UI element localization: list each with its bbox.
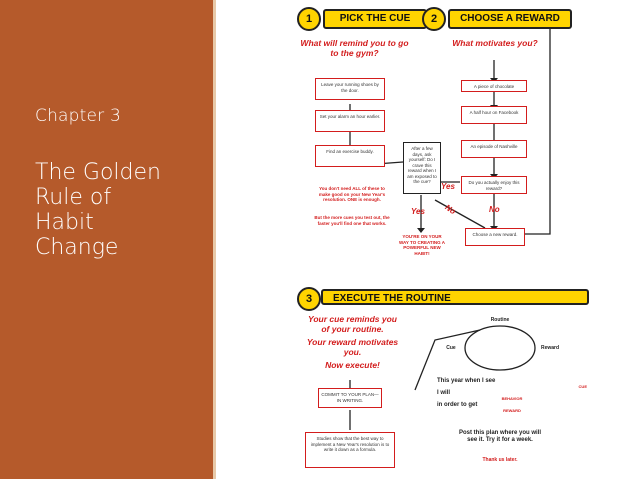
choose-new-reward: Choose a new reward.: [465, 228, 525, 246]
step-2-question: What motivates you?: [452, 38, 538, 48]
formula-blank: BEHAVIOR: [501, 396, 523, 401]
step-1-banner: PICK THE CUE: [323, 9, 427, 29]
cue-option-3: Find an exercise buddy.: [315, 145, 385, 167]
craving-check: After a few days, ask yourself: Do I cra…: [403, 142, 441, 194]
commit-box: COMMIT TO YOUR PLAN—IN WRITING.: [318, 388, 382, 408]
thanks-note: Thank us later.: [482, 457, 518, 463]
no-label: No: [489, 205, 500, 214]
habit-flowchart: 1 PICK THE CUE What will remind you to g…: [285, 0, 595, 479]
formula-blank: CUE: [578, 384, 587, 389]
step-3-heading-reward: Your reward motivates you.: [306, 337, 399, 357]
formula-line: I will: [437, 390, 451, 396]
step-3-heading-execute: Now execute!: [325, 360, 380, 370]
loop-label-reward: Reward: [540, 345, 560, 351]
title-line: Change: [35, 235, 119, 260]
chapter-label: Chapter 3: [35, 106, 121, 126]
formula-line: in order to get: [437, 402, 478, 408]
step-3-heading-cue: Your cue reminds you of your routine.: [308, 314, 397, 334]
step-2-banner: CHOOSE A REWARD: [448, 9, 572, 29]
cue-note-more: But the more cues you test out, the fast…: [314, 215, 390, 226]
yes-label: Yes: [411, 207, 425, 216]
title-line: The Golden: [35, 160, 161, 185]
yes-label: Yes: [441, 182, 455, 191]
step-3-banner: EXECUTE THE ROUTINE: [321, 289, 589, 305]
reward-option-2: A half hour on Facebook: [461, 106, 527, 124]
post-plan-note: Post this plan where you will see it. Tr…: [458, 430, 541, 443]
success-note: YOU'RE ON YOUR WAY TO CREATING A POWERFU…: [399, 234, 445, 256]
habit-formula: This year when I see CUE I will BEHAVIOR…: [437, 378, 587, 414]
cue-option-2: Set your alarm an hour earlier.: [315, 110, 385, 132]
step-1-question: What will remind you to go to the gym?: [300, 38, 409, 58]
reward-option-3: An episode of Nashville: [461, 140, 527, 158]
formula-line: This year when I see: [437, 378, 496, 384]
title-line: Habit: [35, 210, 94, 235]
cue-note-one: You don't need ALL of these to make good…: [318, 186, 386, 202]
loop-label-cue: Cue: [446, 345, 456, 351]
title-line: Rule of: [35, 185, 112, 210]
reward-enjoy-question: Do you actually enjoy this reward?: [461, 176, 527, 194]
cue-option-1: Leave your running shoes by the door.: [315, 78, 385, 100]
reward-option-1: A piece of chocolate: [461, 80, 527, 92]
step-2-badge: 2: [422, 7, 446, 31]
studies-box: Studies show that the best way to implem…: [305, 432, 395, 468]
formula-blank: REWARD: [503, 408, 521, 413]
slide-title: The Golden Rule of Habit Change: [35, 160, 205, 260]
loop-label-routine: Routine: [490, 317, 510, 323]
step-1-badge: 1: [297, 7, 321, 31]
title-panel: Chapter 3 The Golden Rule of Habit Chang…: [0, 0, 213, 479]
step-3-badge: 3: [297, 287, 321, 311]
panel-edge: [213, 0, 216, 479]
